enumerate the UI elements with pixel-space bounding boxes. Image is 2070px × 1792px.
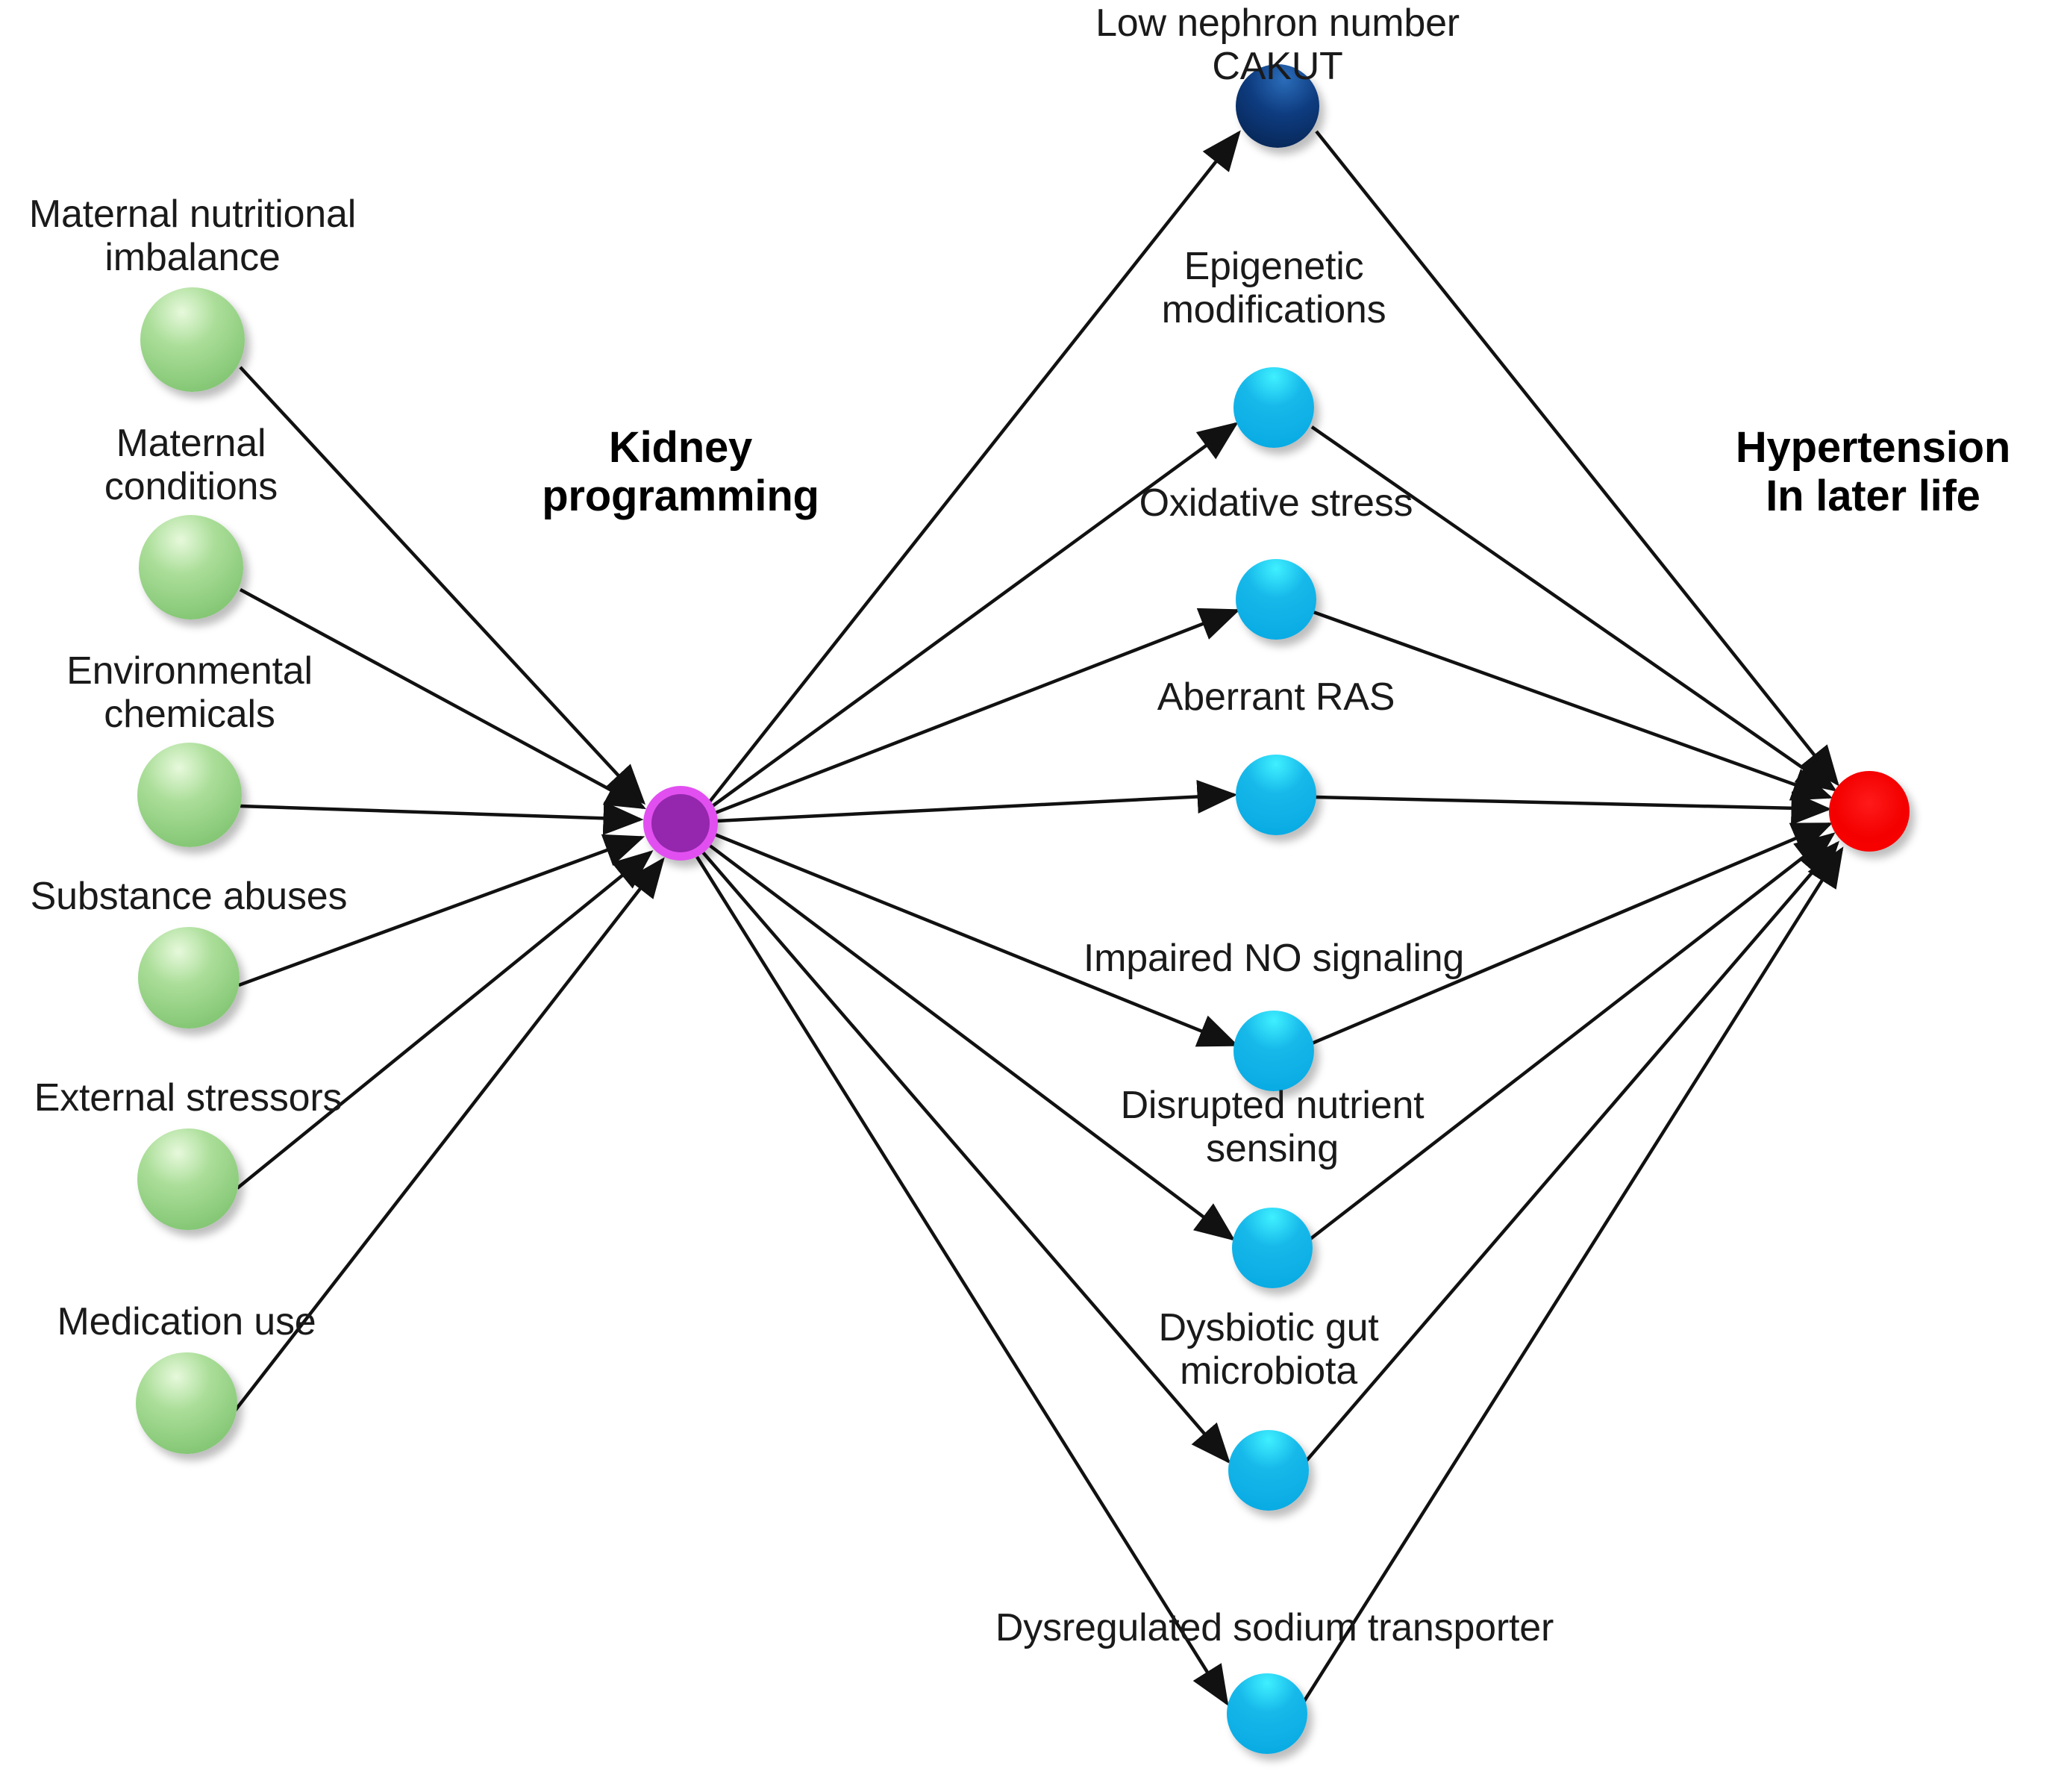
- edge-hub-sodium-transporter: [695, 855, 1229, 1706]
- edges-hub-to-mechanisms: [695, 130, 1241, 1706]
- node-maternal-nutritional-imbalance[interactable]: [140, 287, 245, 392]
- edge-gut-microbiota-hypertension: [1304, 840, 1839, 1463]
- label-hypertension-in-later-life: Hypertension In later life: [1735, 423, 2011, 520]
- edge-external-stressors-hub: [236, 850, 654, 1190]
- label-kidney-programming: Kidney programming: [542, 423, 819, 520]
- edge-epigenetic-hypertension: [1310, 425, 1837, 792]
- edge-nutrient-sensing-hypertension: [1309, 832, 1836, 1240]
- edge-oxidative-hypertension: [1313, 610, 1833, 801]
- node-dysbiotic-gut-microbiota[interactable]: [1228, 1430, 1309, 1511]
- edge-no-signaling-hypertension: [1311, 822, 1833, 1046]
- edge-cakut-hypertension: [1315, 130, 1839, 787]
- edges-inputs-to-hub: [234, 366, 665, 1412]
- edges-mechanisms-to-outcome: [1301, 130, 1844, 1705]
- edge-hub-ras: [716, 780, 1238, 823]
- label-aberrant-ras: Aberrant RAS: [1157, 675, 1395, 719]
- node-kidney-programming[interactable]: [643, 786, 718, 861]
- node-epigenetic-modifications[interactable]: [1233, 367, 1314, 448]
- edge-maternal-conditions-hub: [239, 588, 646, 810]
- edge-ras-hypertension: [1314, 791, 1832, 825]
- node-medication-use[interactable]: [136, 1352, 237, 1454]
- edge-medication-use-hub: [234, 857, 665, 1412]
- node-maternal-conditions[interactable]: [139, 515, 243, 619]
- node-environmental-chemicals[interactable]: [137, 743, 242, 847]
- node-disrupted-nutrient-sensing[interactable]: [1232, 1208, 1313, 1288]
- edge-maternal-nutrition-hub: [239, 366, 646, 805]
- label-dysregulated-sodium-transporter: Dysregulated sodium transporter: [995, 1606, 1554, 1649]
- label-low-nephron-number-cakut: Low nephron number CAKUT: [1095, 1, 1460, 89]
- edge-hub-oxidative: [713, 608, 1241, 816]
- node-kidney-programming-core: [651, 794, 710, 852]
- edge-hub-epigenetic: [709, 422, 1239, 809]
- edge-hub-nutrient-sensing: [707, 843, 1236, 1241]
- edge-env-chemicals-hub: [240, 801, 644, 835]
- node-dysregulated-sodium-transporter[interactable]: [1227, 1673, 1307, 1754]
- label-maternal-conditions: Maternal conditions: [104, 422, 278, 509]
- node-aberrant-ras[interactable]: [1236, 755, 1316, 835]
- node-external-stressors[interactable]: [137, 1128, 239, 1230]
- label-epigenetic-modifications: Epigenetic modifications: [1161, 245, 1386, 332]
- label-dysbiotic-gut-microbiota: Dysbiotic gut microbiota: [1158, 1306, 1379, 1393]
- edge-hub-no-signaling: [714, 832, 1239, 1047]
- node-low-nephron-number-cakut[interactable]: [1236, 64, 1319, 148]
- node-oxidative-stress[interactable]: [1236, 559, 1316, 640]
- label-environmental-chemicals: Environmental chemicals: [66, 649, 313, 737]
- label-maternal-nutritional-imbalance: Maternal nutritional imbalance: [28, 193, 357, 280]
- label-medication-use: Medication use: [57, 1300, 316, 1343]
- label-impaired-no-signaling: Impaired NO signaling: [1083, 937, 1465, 980]
- label-disrupted-nutrient-sensing: Disrupted nutrient sensing: [1120, 1084, 1425, 1171]
- edge-substance-abuse-hub: [238, 834, 645, 987]
- edge-hub-gut-microbiota: [701, 851, 1231, 1464]
- node-substance-abuses[interactable]: [138, 927, 240, 1028]
- label-external-stressors: External stressors: [34, 1076, 343, 1120]
- label-substance-abuses: Substance abuses: [30, 875, 348, 918]
- label-oxidative-stress: Oxidative stress: [1139, 481, 1413, 525]
- edge-sodium-transporter-hypertension: [1301, 846, 1844, 1705]
- node-hypertension-in-later-life[interactable]: [1829, 771, 1910, 852]
- edge-hub-cakut: [706, 130, 1241, 806]
- node-impaired-no-signaling[interactable]: [1233, 1011, 1314, 1091]
